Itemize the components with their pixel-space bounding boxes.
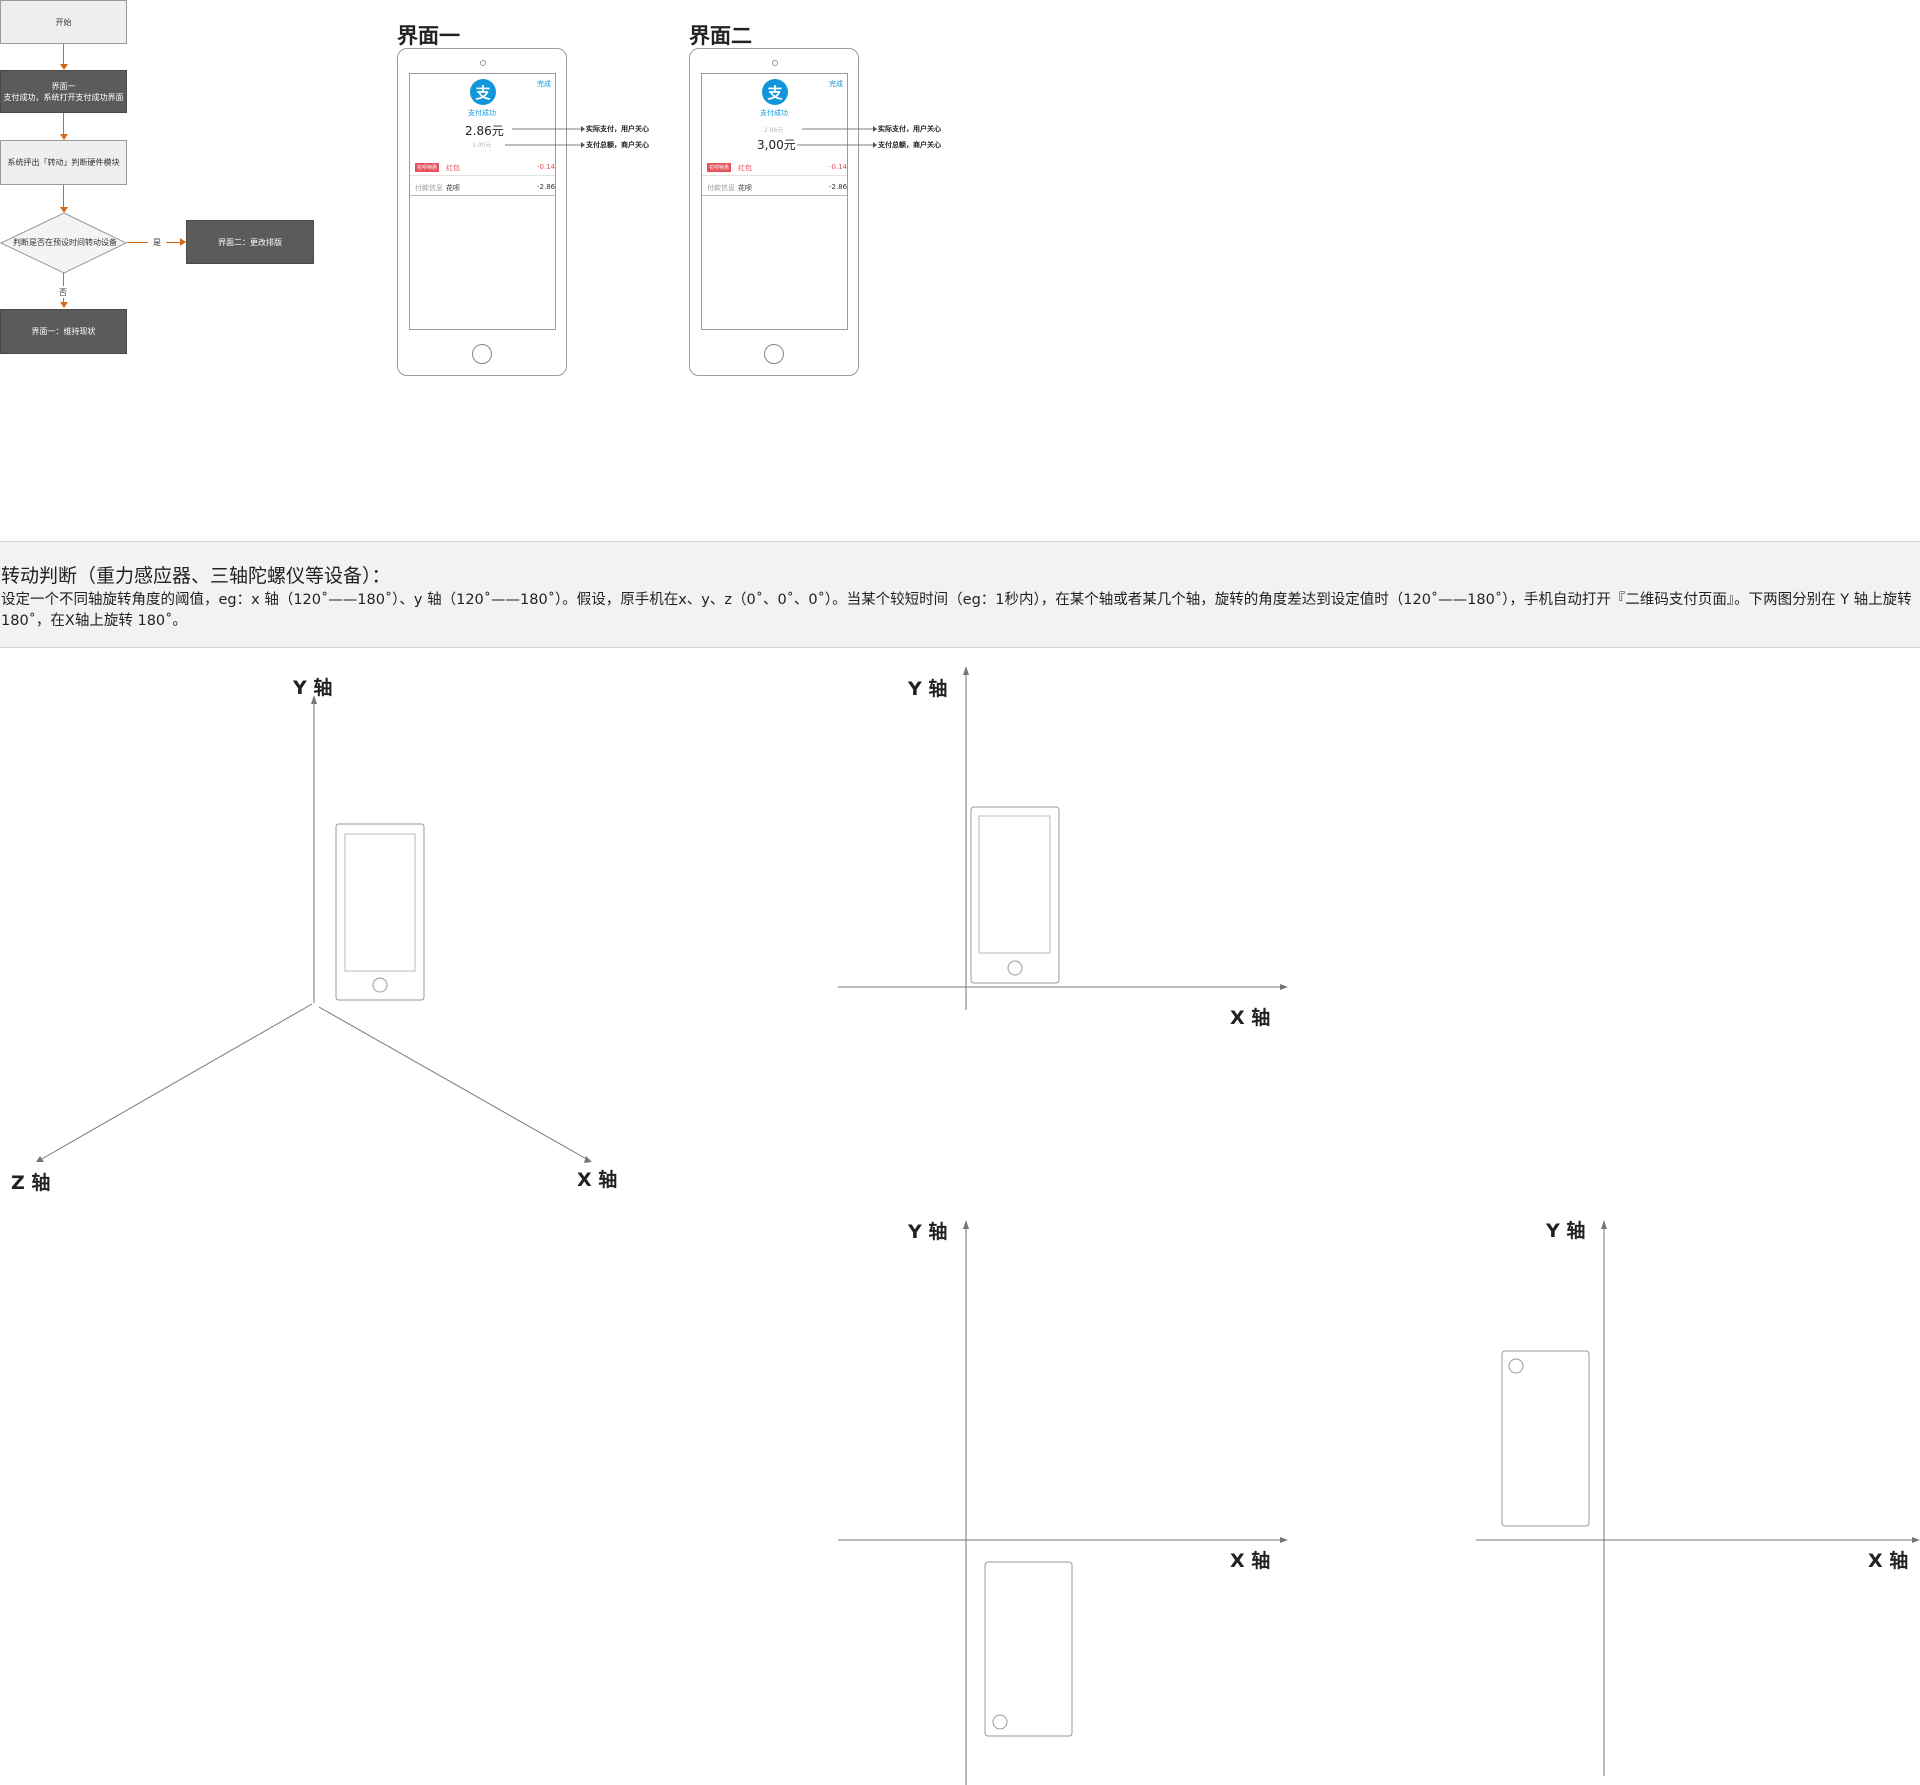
payment-info-label: 付款信息 — [707, 184, 735, 192]
arrow-icon — [180, 238, 186, 246]
flow-no-result-label: 界面一：维持现状 — [31, 327, 96, 336]
payment-method: 花呗 — [738, 184, 752, 192]
annotation-user: 实际支付，用户关心 — [878, 125, 941, 133]
done-button[interactable]: 完成 — [537, 80, 551, 88]
axis-label-x: X 轴 — [1230, 1550, 1271, 1572]
annotation-merchant: 支付总额，商户关心 — [878, 141, 941, 149]
annotation-merchant: 支付总额，商户关心 — [586, 141, 649, 149]
alipay-logo-icon: 支 — [470, 79, 496, 105]
flow-decision-diamond — [0, 212, 128, 274]
row-divider — [702, 175, 847, 176]
axes-2d-original — [838, 666, 1288, 1010]
camera-icon — [480, 60, 486, 66]
axis-label-x: X 轴 — [1230, 1007, 1271, 1029]
banner-title: 转动判断（重力感应器、三轴陀螺仪等设备）： — [1, 565, 391, 587]
phone-frame: 完成 支 支付成功 2.86元 3,00元 花呗特惠 红包 -0.14 付款信息… — [689, 48, 859, 376]
payment-method: 花呗 — [446, 184, 460, 192]
camera-icon — [772, 60, 778, 66]
promo-badge: 花呗特惠 — [415, 163, 440, 172]
flow-yes-result: 界面二：更改排版 — [186, 220, 314, 264]
alipay-logo-icon: 支 — [762, 79, 788, 105]
axis-label-x: X 轴 — [1868, 1550, 1909, 1572]
flow-step-1-desc: 支付成功，系统打开支付成功界面 — [3, 92, 124, 102]
flow-step-2-label: 系统抨出「转动」判断硬件模块 — [7, 158, 120, 167]
screen-two-title: 界面二 — [689, 24, 752, 48]
discount-label: 红包 — [446, 164, 460, 172]
pay-success-text: 支付成功 — [760, 109, 788, 117]
arrow-icon — [60, 302, 68, 308]
discount-label: 红包 — [738, 164, 752, 172]
phone-frame: 完成 支 支付成功 2.86元 3.00元 花呗特惠 红包 -0.14 付款信息… — [397, 48, 567, 376]
axes-3d-diagram — [36, 695, 592, 1163]
arrow-icon — [60, 207, 68, 213]
flow-step-1-title: 界面一 — [51, 81, 76, 91]
flow-no-label: 否 — [59, 288, 67, 297]
row-divider — [410, 195, 555, 196]
row-divider — [702, 195, 847, 196]
discount-value: -0.14 — [829, 163, 848, 171]
axis-label-y: Y 轴 — [1546, 1220, 1586, 1242]
flow-start-label: 开始 — [55, 17, 72, 27]
payment-value: -2.86 — [537, 183, 556, 191]
home-button-icon — [472, 344, 492, 364]
payment-value: -2.86 — [829, 183, 848, 191]
arrow-icon — [60, 64, 68, 70]
phone-screen: 完成 支 支付成功 2.86元 3,00元 花呗特惠 红包 -0.14 付款信息… — [701, 73, 848, 330]
axis-label-x: X 轴 — [577, 1169, 618, 1191]
phone-screen: 完成 支 支付成功 2.86元 3.00元 花呗特惠 红包 -0.14 付款信息… — [409, 73, 556, 330]
home-button-icon — [764, 344, 784, 364]
flow-yes-label: 是 — [153, 238, 161, 247]
arrow-icon — [60, 134, 68, 140]
total-amount: 3,00元 — [757, 138, 796, 152]
axis-label-y: Y 轴 — [908, 1221, 948, 1243]
flow-step-1: 界面一 支付成功，系统打开支付成功界面 — [0, 70, 127, 113]
pay-success-text: 支付成功 — [468, 109, 496, 117]
flow-decision-label: 判断是否在预设时间转动设备 — [13, 238, 117, 247]
row-divider — [410, 175, 555, 176]
discount-value: -0.14 — [537, 163, 556, 171]
promo-badge: 花呗特惠 — [707, 163, 732, 172]
done-button[interactable]: 完成 — [829, 80, 843, 88]
annotation-arrows — [505, 126, 585, 148]
info-banner: 转动判断（重力感应器、三轴陀螺仪等设备）： 设定一个不同轴旋转角度的阈值，eg：… — [0, 541, 1920, 648]
screen-one-title: 界面一 — [397, 24, 460, 48]
flow-yes-result-label: 界面二：更改排版 — [218, 237, 282, 247]
axis-label-y: Y 轴 — [293, 677, 333, 699]
banner-body: 设定一个不同轴旋转角度的阈值，eg：x 轴（120˚——180˚）、y 轴（12… — [1, 592, 1912, 629]
axis-label-z: Z 轴 — [11, 1172, 51, 1194]
flow-step-2: 系统抨出「转动」判断硬件模块 — [0, 140, 127, 185]
annotation-user: 实际支付，用户关心 — [586, 125, 649, 133]
axis-label-y: Y 轴 — [908, 678, 948, 700]
total-amount: 3.00元 — [472, 142, 492, 149]
flow-no-result: 界面一：维持现状 — [0, 309, 127, 354]
axes-2d-rotated-x — [838, 1220, 1288, 1785]
axes-2d-rotated-y — [1476, 1220, 1920, 1776]
payment-info-label: 付款信息 — [415, 184, 443, 192]
actual-amount: 2.86元 — [764, 127, 784, 134]
actual-amount: 2.86元 — [465, 124, 504, 138]
annotation-arrows — [797, 126, 877, 148]
flow-start: 开始 — [0, 0, 127, 44]
